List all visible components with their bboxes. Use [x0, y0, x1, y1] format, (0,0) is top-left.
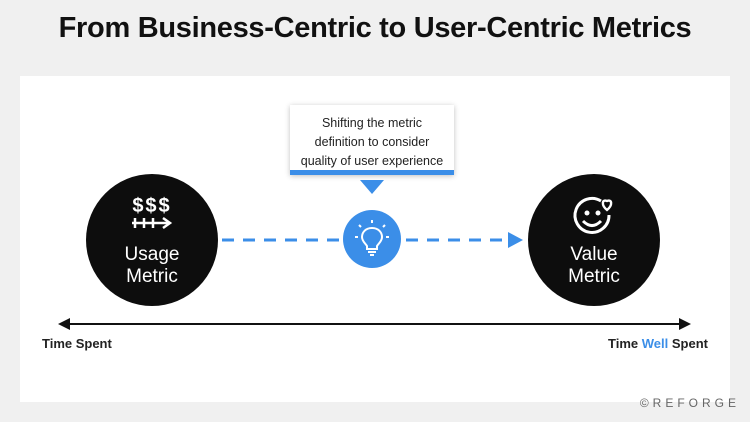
callout-pointer: [360, 180, 384, 194]
time-axis-left-arrowhead: [58, 318, 70, 330]
axis-right-post: Spent: [668, 336, 708, 351]
dollar-signs: $$$: [132, 195, 172, 217]
ticked-arrow: [132, 216, 173, 230]
page-title: From Business-Centric to User-Centric Me…: [58, 12, 692, 44]
axis-right-label: Time Well Spent: [608, 336, 708, 351]
brand-name: REFORGE: [652, 396, 740, 410]
usage-label-line1: Usage: [124, 244, 180, 265]
callout-box: Shifting the metric definition to consid…: [290, 105, 454, 175]
lightbulb-node: [343, 210, 401, 268]
connector-layer: [58, 232, 691, 330]
value-metric-label: Value Metric: [528, 244, 660, 288]
callout-line1: Shifting the metric: [321, 116, 423, 130]
usage-metric-label: Usage Metric: [86, 244, 218, 288]
value-label-line2: Metric: [568, 266, 620, 287]
connector-arrowhead: [508, 232, 523, 248]
lightbulb-icon: [355, 220, 389, 256]
axis-right-pre: Time: [608, 336, 642, 351]
brand-watermark: ©REFORGE: [640, 396, 740, 410]
copyright-icon: ©: [639, 396, 649, 410]
callout-line2: definition to consider: [314, 135, 430, 149]
diagram-panel: $$$ Usage Metric Value Metric: [20, 76, 730, 402]
time-axis-right-arrowhead: [679, 318, 691, 330]
value-label-line1: Value: [570, 244, 618, 265]
dollar-signs-arrow-icon: $$$: [130, 196, 174, 235]
callout-line3: quality of user experience: [300, 154, 444, 168]
value-metric-circle: Value Metric: [528, 174, 660, 306]
axis-right-highlight: Well: [641, 336, 669, 351]
usage-metric-circle: $$$ Usage Metric: [86, 174, 218, 306]
usage-label-line2: Metric: [126, 266, 178, 287]
smiley-heart-icon: [573, 196, 613, 234]
axis-left-label: Time Spent: [42, 336, 112, 351]
